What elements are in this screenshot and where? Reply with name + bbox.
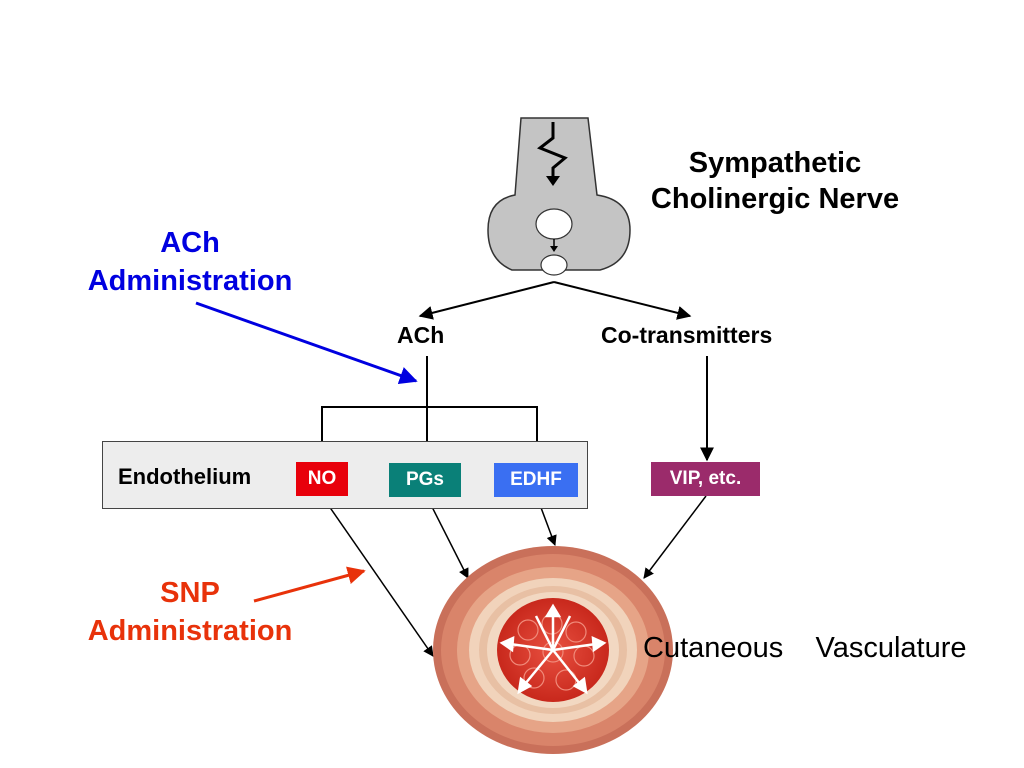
- vessel-label-word2: Vasculature: [815, 632, 967, 664]
- nerve-title: Sympathetic Cholinergic Nerve: [620, 145, 930, 217]
- snp-administration-label: SNP Administration: [60, 574, 320, 650]
- ach-admin-line2: Administration: [87, 265, 293, 297]
- blood-vessel-icon: [433, 546, 673, 754]
- snp-admin-arrow: [253, 566, 366, 603]
- no-chip: NO: [296, 462, 348, 496]
- nerve-terminal-icon: [487, 117, 631, 276]
- nerve-title-line1: Sympathetic: [688, 147, 862, 179]
- pgs-chip: PGs: [389, 463, 461, 497]
- ach-admin-line1: ACh: [160, 227, 220, 259]
- snp-admin-line2: Administration: [87, 615, 293, 647]
- ach-admin-arrow: [195, 301, 418, 385]
- synaptic-vesicle-icon: [535, 208, 573, 240]
- vessel-label: Cutaneous Vasculature: [643, 632, 967, 665]
- ach-label: ACh: [397, 322, 445, 348]
- vessel-label-word1: Cutaneous: [643, 632, 784, 664]
- release-vesicle-icon: [540, 254, 568, 276]
- ach-administration-label: ACh Administration: [60, 224, 320, 300]
- snp-admin-line1: SNP: [160, 577, 220, 609]
- vip-chip: VIP, etc.: [651, 462, 760, 496]
- action-potential-icon: [536, 122, 568, 186]
- release-arrows: [418, 281, 692, 320]
- endothelium-label: Endothelium: [118, 464, 252, 489]
- edhf-chip: EDHF: [494, 463, 578, 497]
- nerve-title-line2: Cholinergic Nerve: [650, 183, 900, 215]
- cotransmitters-label: Co-transmitters: [601, 322, 773, 348]
